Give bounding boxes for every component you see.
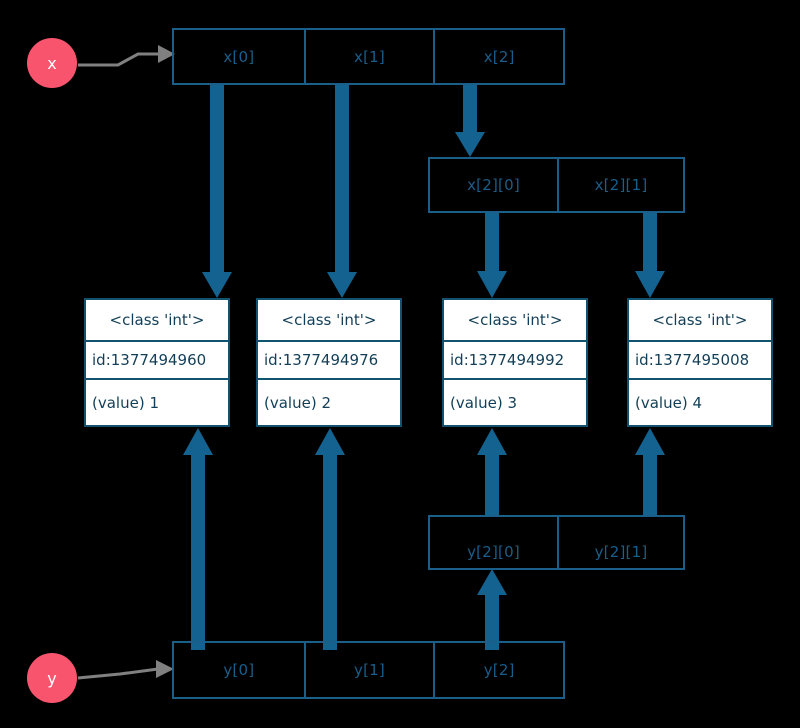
x2-sub-array-cell-0[interactable]: x[2][0] [467, 176, 520, 194]
x-array[interactable]: x[0] x[1] x[2] [172, 28, 565, 85]
y2-sub-array-cell-0[interactable]: y[2][0] [467, 543, 520, 561]
y-array-cell-2[interactable]: y[2] [433, 643, 563, 697]
y-array-cell-0[interactable]: y[0] [223, 661, 255, 679]
int-object-1-type: <class 'int'> [109, 311, 205, 329]
int-object-4-id: id:1377495008 [629, 340, 771, 380]
int-object-2[interactable]: <class 'int'> id:1377494976 (value) 2 [256, 298, 402, 427]
y2-sub-array[interactable]: y[2][0] y[2][1] [428, 515, 685, 570]
arrow-y21-to-int4 [635, 428, 665, 515]
int-object-3-value: (value) 3 [450, 393, 517, 412]
ref-node-y-label: y [47, 668, 57, 688]
int-object-2-type: <class 'int'> [281, 311, 377, 329]
int-object-1-id: id:1377494960 [86, 340, 228, 380]
ref-node-y[interactable]: y [27, 653, 77, 703]
arrow-y1-to-int2 [315, 428, 345, 650]
y2-sub-array-cell-1[interactable]: y[2][1] [556, 517, 683, 568]
arrow-x20-to-int3 [477, 212, 507, 298]
int-object-3-type: <class 'int'> [467, 311, 563, 329]
x-array-cell-0[interactable]: x[0] [223, 47, 255, 66]
int-object-2-id: id:1377494976 [258, 340, 400, 380]
ref-node-x[interactable]: x [27, 38, 77, 88]
arrow-x1-to-int2 [327, 85, 357, 298]
ref-arrow-y [77, 660, 174, 680]
ref-arrow-x [78, 45, 175, 67]
arrow-y2-to-subarray [477, 569, 507, 650]
y-array-cell-1[interactable]: y[1] [303, 643, 434, 697]
x2-sub-array[interactable]: x[2][0] x[2][1] [428, 157, 685, 213]
int-object-1[interactable]: <class 'int'> id:1377494960 (value) 1 [84, 298, 230, 427]
arrow-y0-to-int1 [183, 428, 213, 650]
ref-node-x-label: x [47, 53, 57, 73]
int-object-4-type: <class 'int'> [652, 311, 748, 329]
arrow-x21-to-int4 [635, 212, 665, 298]
arrow-y20-to-int3 [477, 428, 507, 515]
x-array-cell-2[interactable]: x[2] [433, 30, 563, 83]
x-array-cell-1[interactable]: x[1] [303, 30, 434, 83]
x2-sub-array-cell-1[interactable]: x[2][1] [556, 159, 683, 211]
arrow-x0-to-int1 [202, 85, 232, 298]
int-object-3-id: id:1377494992 [444, 340, 586, 380]
int-object-2-value: (value) 2 [264, 393, 331, 412]
int-object-3[interactable]: <class 'int'> id:1377494992 (value) 3 [442, 298, 588, 427]
int-object-1-value: (value) 1 [92, 393, 159, 412]
int-object-4-value: (value) 4 [635, 393, 702, 412]
y-array[interactable]: y[0] y[1] y[2] [172, 641, 565, 699]
int-object-4[interactable]: <class 'int'> id:1377495008 (value) 4 [627, 298, 773, 427]
arrow-x2-to-subarray [455, 85, 485, 157]
